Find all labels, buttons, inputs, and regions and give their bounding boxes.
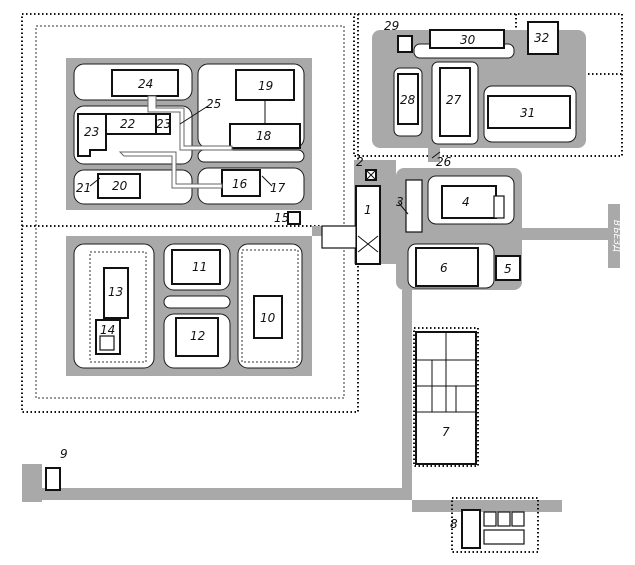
road-north-link <box>428 148 440 162</box>
building-24 <box>111 69 179 97</box>
building-4 <box>441 185 497 219</box>
building-4-annex <box>493 195 505 219</box>
building-13 <box>103 267 129 319</box>
building-10 <box>253 295 283 339</box>
building-1 <box>355 185 381 265</box>
label-15: 15 <box>274 211 289 225</box>
leader-26 <box>431 151 441 159</box>
label-31: 31 <box>520 106 535 120</box>
label-8: 8 <box>450 517 458 531</box>
label-13: 13 <box>108 285 123 299</box>
corridor-25 <box>147 95 233 151</box>
label-11: 11 <box>192 260 207 274</box>
label-5: 5 <box>504 262 512 276</box>
corridor-25b <box>118 151 223 189</box>
leader-17 <box>261 175 273 187</box>
building-8-cell3 <box>511 511 525 527</box>
label-23b: 23 <box>156 117 171 131</box>
label-20: 20 <box>112 179 128 193</box>
building-23b <box>155 113 171 135</box>
label-29: 29 <box>384 19 399 33</box>
label-4: 4 <box>462 195 470 209</box>
inner-fence-main <box>35 25 345 399</box>
label-7: 7 <box>442 425 450 439</box>
label-19: 19 <box>258 79 273 93</box>
outer-fence-main <box>21 13 359 413</box>
label-16: 16 <box>232 177 248 191</box>
leader-3 <box>397 201 409 215</box>
gate-cross-2 <box>357 235 379 253</box>
label-6: 6 <box>440 261 448 275</box>
building-8-fence <box>451 497 539 553</box>
building-14-inner <box>99 335 115 351</box>
building-30 <box>429 29 505 49</box>
label-2: 2 <box>356 155 364 169</box>
building-7-fence <box>413 327 479 467</box>
building-3 <box>405 179 423 233</box>
building-31 <box>487 95 571 129</box>
road-bottom <box>22 464 42 502</box>
building-27 <box>439 67 471 137</box>
building-5 <box>495 255 521 281</box>
label-30: 30 <box>460 33 476 47</box>
building-29 <box>397 35 413 53</box>
building-8 <box>461 509 481 549</box>
road-to-8 <box>412 500 562 512</box>
building-28 <box>397 73 419 125</box>
road-south <box>402 290 412 490</box>
building-8-cell1 <box>483 511 497 527</box>
fence-10 <box>241 249 299 363</box>
road-entry <box>608 204 620 268</box>
leader-25 <box>179 105 209 125</box>
lawn-mid <box>163 295 231 309</box>
label-23a: 23 <box>84 125 99 139</box>
label-10: 10 <box>260 311 276 325</box>
building-32 <box>527 21 559 55</box>
label-24: 24 <box>138 77 153 91</box>
label-26: 26 <box>436 155 452 169</box>
label-9: 9 <box>60 447 68 461</box>
fence-east-zone <box>353 13 623 157</box>
building-15 <box>287 211 301 225</box>
label-12: 12 <box>190 329 205 343</box>
label-21: 21 <box>76 181 91 195</box>
leader-21 <box>89 177 101 187</box>
building-6 <box>415 247 479 287</box>
building-2-x2 <box>365 169 377 181</box>
building-23a <box>77 113 107 157</box>
label-32: 32 <box>534 31 549 45</box>
lawn-strip <box>197 149 305 163</box>
label-25: 25 <box>206 97 221 111</box>
label-18: 18 <box>256 129 272 143</box>
building-20 <box>97 173 141 199</box>
road-bottom-horizontal <box>42 488 412 500</box>
label-28: 28 <box>400 93 416 107</box>
label-27: 27 <box>446 93 462 107</box>
gate-block <box>321 225 357 249</box>
building-16 <box>221 169 261 197</box>
label-17: 17 <box>270 181 286 195</box>
building-11 <box>171 249 221 285</box>
building-9 <box>45 467 61 491</box>
building-12 <box>175 317 219 357</box>
fence-13 <box>89 251 147 363</box>
building-8-cell4 <box>483 529 525 545</box>
label-3: 3 <box>396 195 404 209</box>
building-8-cell2 <box>497 511 511 527</box>
label-14: 14 <box>100 323 115 337</box>
entry-label: ВЪЕЗД <box>611 220 621 252</box>
label-1: 1 <box>364 203 372 217</box>
building-18 <box>229 123 301 149</box>
label-22: 22 <box>120 117 135 131</box>
